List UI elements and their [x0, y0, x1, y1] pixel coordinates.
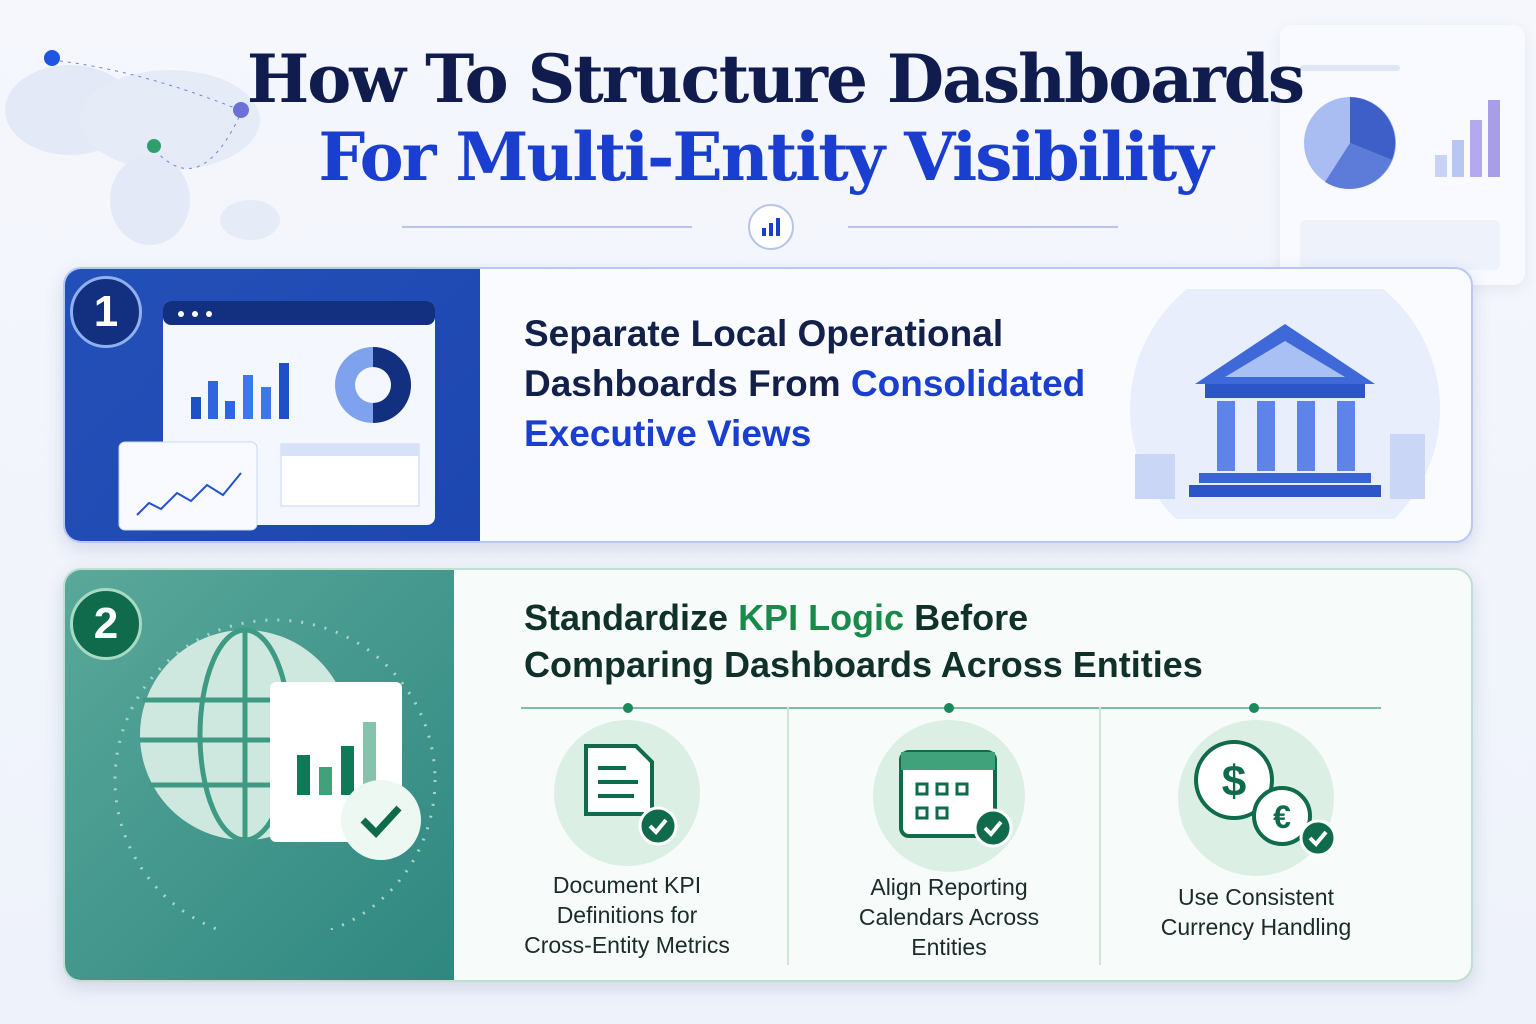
dashboard-decoration [1280, 25, 1525, 285]
section-2-illustration-panel: 2 [65, 570, 454, 980]
timeline-dot [944, 703, 954, 713]
map-pin-icon [44, 50, 60, 66]
title-line-2: For Multi-Entity Visibility [318, 118, 1213, 196]
timeline-dot [623, 703, 633, 713]
column-divider [787, 707, 789, 965]
currency-check-icon: $€ [1178, 720, 1337, 876]
globe-report-illustration [113, 618, 437, 930]
calendar-check-icon [873, 720, 1025, 872]
world-map-decoration [5, 50, 280, 245]
section-1-card: 1 Separate Local Operational Dashboards … [63, 267, 1473, 543]
step-number-badge: 1 [70, 276, 142, 348]
section-1-title: Separate Local Operational Dashboards Fr… [524, 313, 1086, 454]
check-icon [341, 780, 421, 860]
title-line-1: How To Structure Dashboards [246, 40, 1305, 118]
divider-right [848, 226, 1118, 228]
timeline-dot [1249, 703, 1259, 713]
bar-chart-icon [748, 204, 794, 250]
section-2-card: 2 Standardize KPI Logic Before Comparing… [63, 568, 1473, 982]
map-pin-icon [233, 102, 249, 118]
svg-text:€: € [1273, 799, 1291, 835]
section-2-title: Standardize KPI Logic Before Comparing D… [524, 597, 1203, 685]
bank-building-icon [1130, 289, 1440, 519]
column-divider [1099, 707, 1101, 965]
section-1-illustration-panel: 1 [65, 269, 480, 541]
divider-left [402, 226, 692, 228]
step-number-badge: 2 [70, 588, 142, 660]
document-check-icon [554, 720, 700, 866]
map-pin-icon [147, 139, 161, 153]
svg-text:$: $ [1222, 757, 1246, 806]
dashboard-illustration [118, 301, 435, 531]
